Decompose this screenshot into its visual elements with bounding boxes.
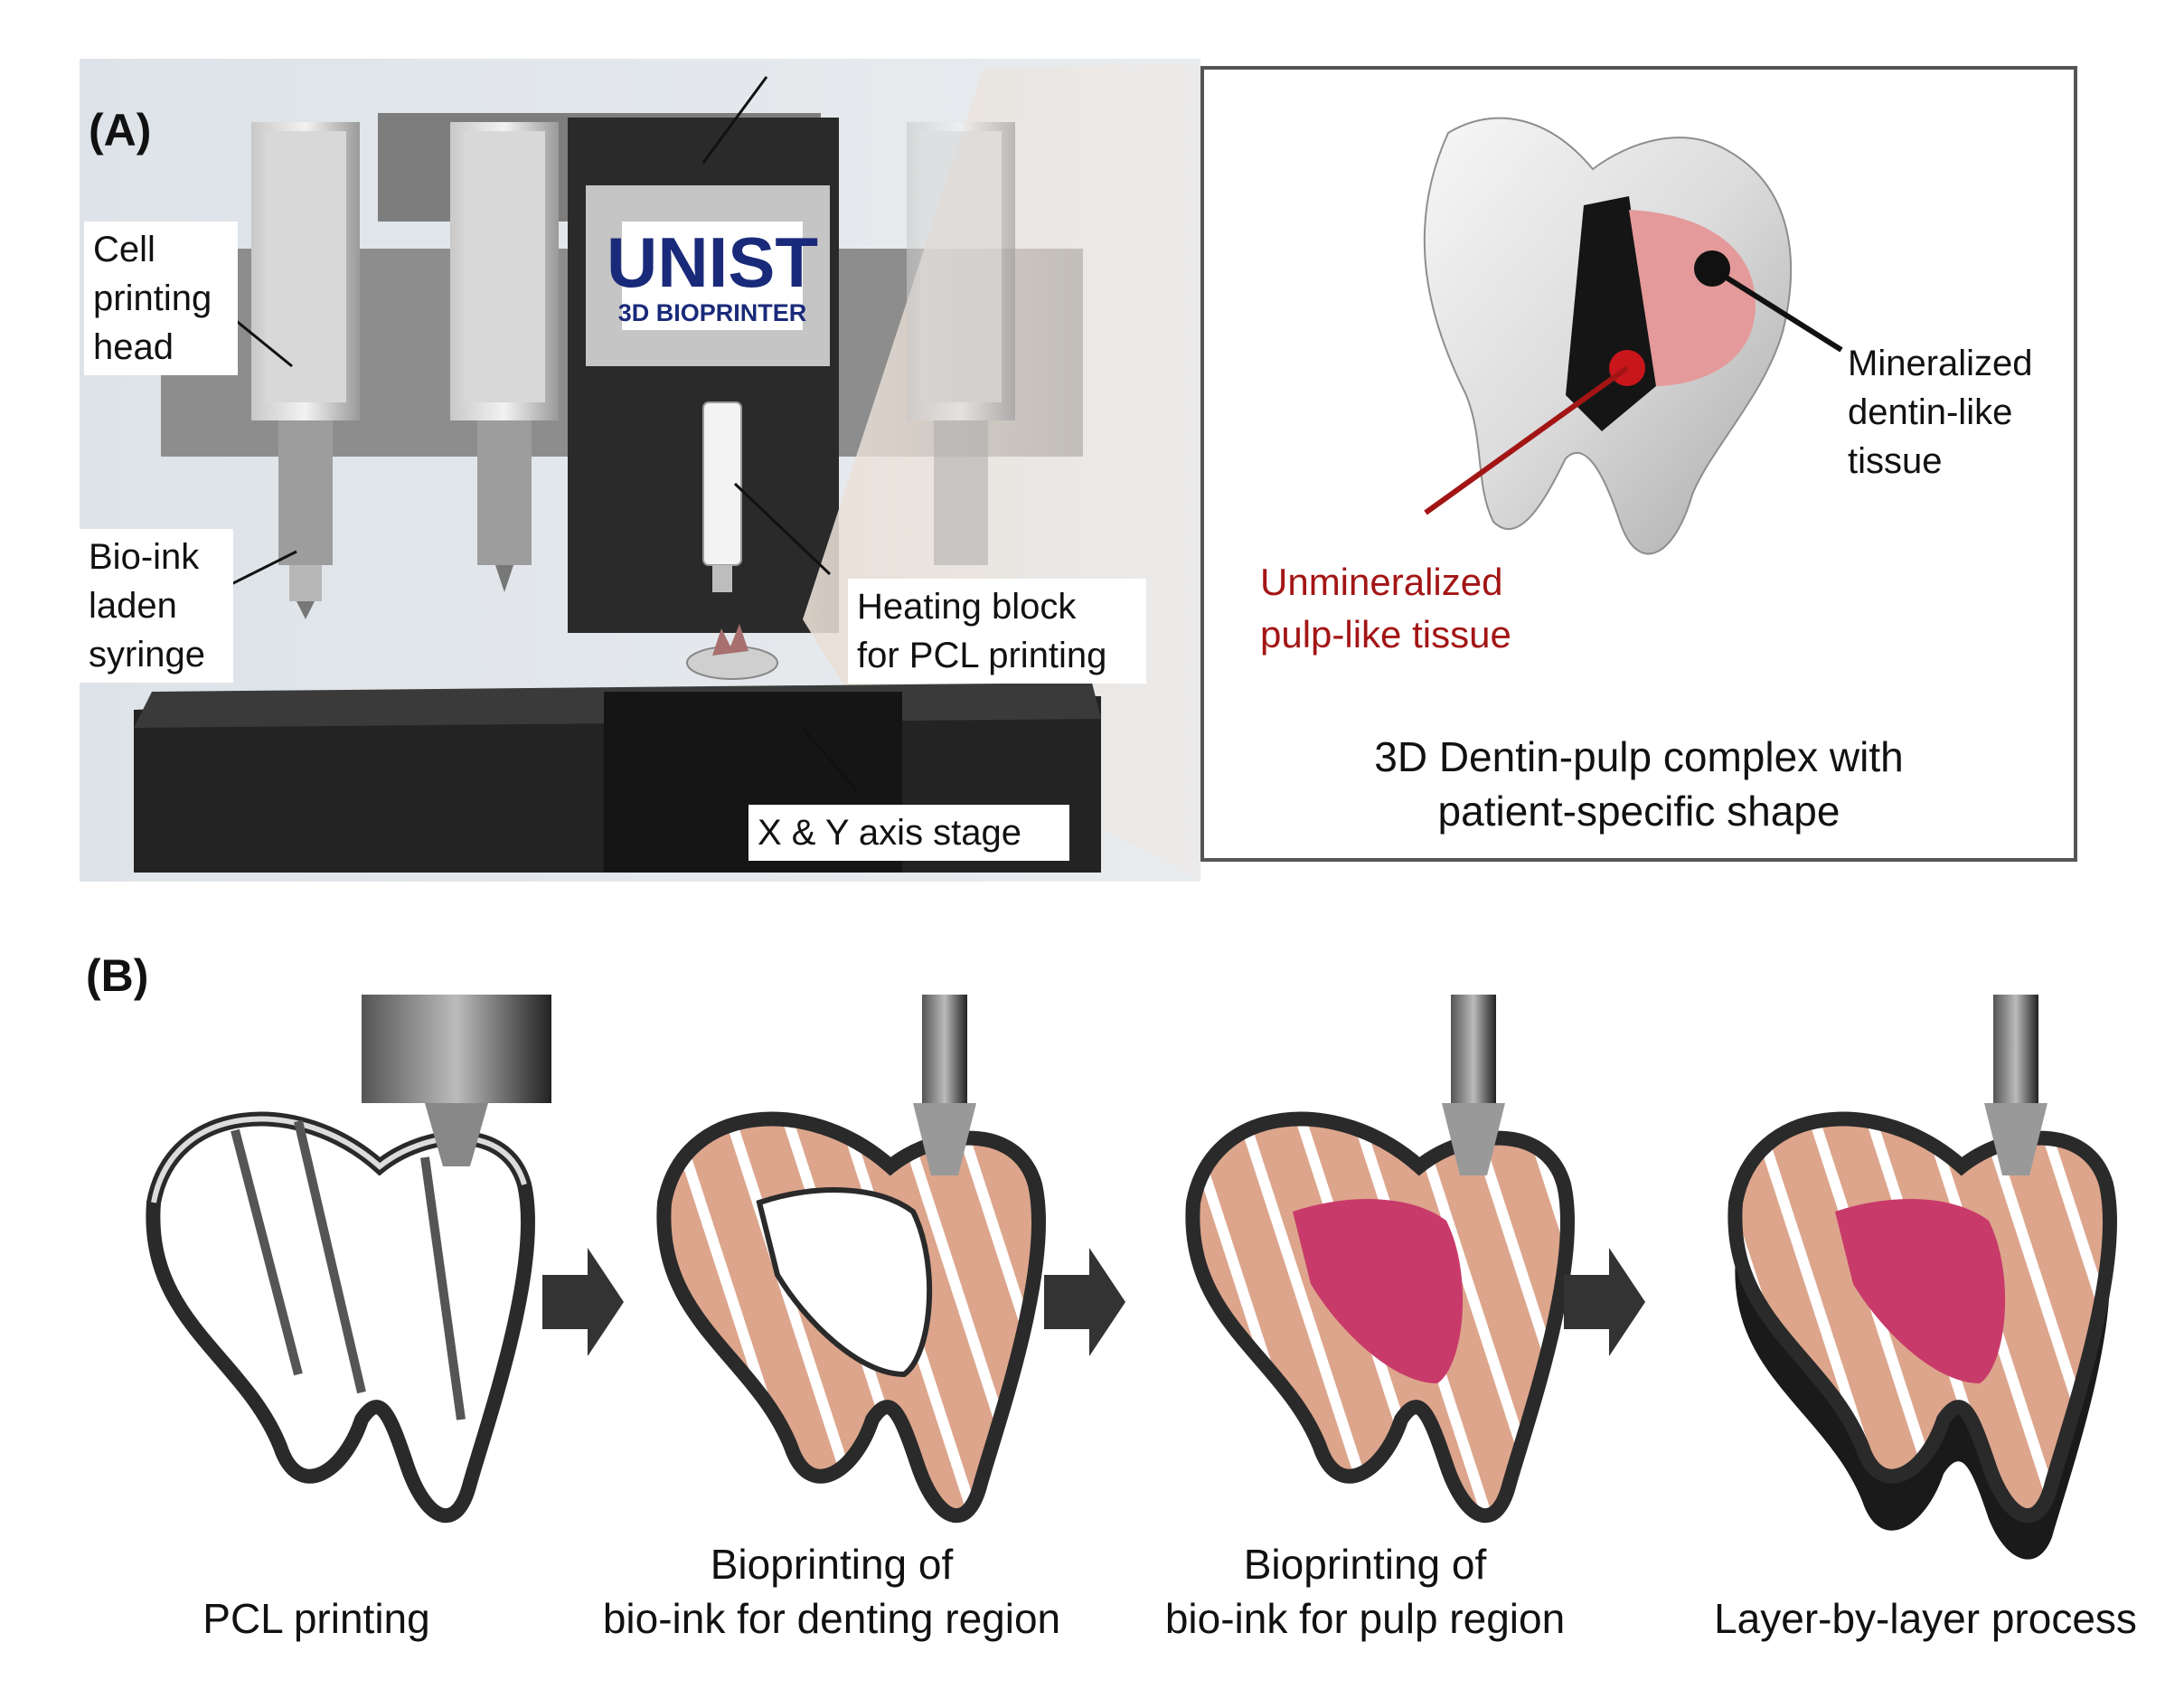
label-line: dentin-like	[1848, 392, 2013, 432]
step-1-pcl-frame	[146, 995, 551, 1524]
panel-b-label: (B)	[86, 950, 149, 1001]
caption-line: PCL printing	[202, 1595, 430, 1642]
arrow-2	[1044, 1248, 1125, 1356]
label-line: tissue	[1848, 441, 1943, 481]
step-2-dentin-region	[656, 995, 1046, 1524]
arrow-3	[1564, 1248, 1645, 1356]
callout-line: Heating block	[857, 587, 1077, 627]
caption-line: Layer-by-layer process	[1714, 1595, 2137, 1642]
bioprinter-illustration: UNIST 3D BIOPRINTER	[80, 59, 1200, 882]
inset-caption: 3D Dentin-pulp complex with patient-spec…	[1204, 730, 2074, 838]
print-head-4	[907, 122, 1015, 565]
caption-line: Bioprinting of	[1243, 1541, 1487, 1588]
panel-a: UNIST 3D BIOPRINTER (A) Cell printing he…	[80, 59, 2104, 882]
label-mineralized-dentin: Mineralized dentin-like tissue	[1848, 339, 2033, 486]
label-line: Unmineralized	[1260, 561, 1503, 603]
caption-line: bio-ink for denting region	[602, 1595, 1061, 1642]
step-4-layered	[1727, 995, 2117, 1560]
printer-subtitle: 3D BIOPRINTER	[618, 299, 807, 326]
callout-line: printing	[93, 278, 212, 318]
callout-heating-block: Heating block for PCL printing	[848, 579, 1146, 684]
caption-line: 3D Dentin-pulp complex with	[1374, 733, 1904, 780]
label-unmineralized-pulp: Unmineralized pulp-like tissue	[1260, 556, 1511, 661]
step-3-pulp-region	[1185, 995, 1575, 1524]
printer-brand: UNIST	[607, 222, 818, 302]
callout-bioink-syringe: Bio-ink laden syringe	[80, 529, 233, 683]
step-caption-layer-by-layer: Layer-by-layer process	[1681, 1591, 2170, 1646]
print-head-2	[450, 122, 559, 592]
label-line: Mineralized	[1848, 344, 2033, 383]
callout-line: for PCL printing	[857, 636, 1107, 675]
callout-line: syringe	[89, 635, 205, 675]
step-caption-pulp-bioprinting: Bioprinting of bio-ink for pulp region	[1130, 1537, 1600, 1646]
callout-line: laden	[89, 586, 177, 626]
label-line: pulp-like tissue	[1260, 613, 1511, 656]
caption-line: bio-ink for pulp region	[1164, 1595, 1566, 1642]
step-caption-dentin-bioprinting: Bioprinting of bio-ink for denting regio…	[579, 1537, 1085, 1646]
tooth-inset: Mineralized dentin-like tissue Unmineral…	[1200, 66, 2077, 862]
caption-line: Bioprinting of	[710, 1541, 954, 1588]
callout-cell-printing-head: Cell printing head	[84, 222, 238, 375]
callout-line: head	[93, 327, 174, 367]
callout-line: Bio-ink	[89, 537, 200, 577]
print-head-1	[251, 122, 360, 619]
process-illustration	[146, 995, 2117, 1560]
callout-stage: X & Y axis stage	[748, 805, 1069, 861]
caption-line: patient-specific shape	[1437, 788, 1840, 835]
tooth-cross-section-illustration	[1423, 117, 1843, 555]
panel-a-label: (A)	[89, 105, 152, 156]
step-caption-pcl-printing: PCL printing	[127, 1591, 506, 1646]
callout-line: Cell	[93, 230, 155, 269]
arrow-1	[542, 1248, 624, 1356]
